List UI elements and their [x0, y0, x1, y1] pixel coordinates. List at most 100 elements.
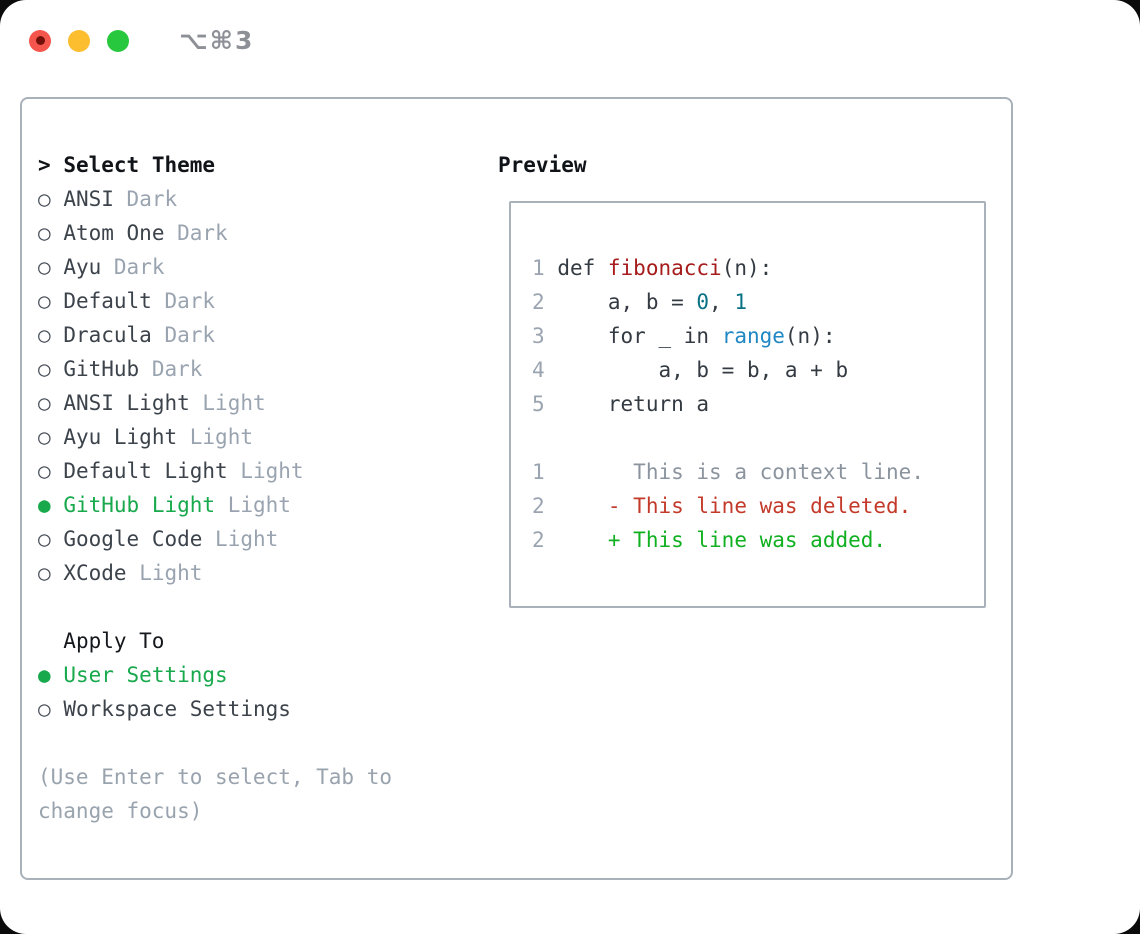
theme-option-xcode[interactable]: ○ XCode Light: [38, 556, 304, 590]
theme-name: ANSI: [63, 187, 114, 211]
line-number: 1: [532, 256, 545, 280]
theme-variant-tag: Dark: [113, 255, 165, 279]
radio-icon: ○: [38, 459, 51, 483]
radio-selected-icon: ●: [38, 663, 51, 687]
preview-title: Preview: [498, 153, 587, 177]
apply-option-label: Workspace Settings: [63, 697, 291, 721]
theme-variant-tag: Light: [139, 561, 203, 585]
hint-line-1: (Use Enter to select, Tab to: [38, 765, 393, 789]
theme-variant-tag: Dark: [126, 187, 178, 211]
select-theme-header: > Select Theme: [38, 148, 215, 182]
theme-option-google-code[interactable]: ○ Google Code Light: [38, 522, 304, 556]
line-number: 5: [532, 392, 545, 416]
theme-option-dracula[interactable]: ○ Dracula Dark: [38, 318, 304, 352]
apply-to-section: Apply To ● User Settings○ Workspace Sett…: [38, 624, 291, 726]
theme-variant-tag: Light: [202, 391, 266, 415]
code-segment-plain: a, b =: [557, 290, 697, 314]
apply-option-workspace-settings[interactable]: ○ Workspace Settings: [38, 692, 291, 726]
theme-name: Dracula: [63, 323, 152, 347]
theme-variant-tag: Light: [215, 527, 279, 551]
code-segment-added: + This line was added.: [607, 528, 887, 552]
code-segment-plain: (n):: [721, 256, 773, 280]
code-segment-plain: a, b = b, a + b: [557, 358, 849, 382]
code-segment-deleted: - This line was deleted.: [607, 494, 912, 518]
theme-name: Ayu Light: [63, 425, 178, 449]
radio-icon: ○: [38, 323, 51, 347]
radio-icon: ○: [38, 425, 51, 449]
code-segment-plain: ,: [709, 290, 735, 314]
theme-variant-tag: Dark: [164, 323, 216, 347]
code-segment-plain: (n):: [784, 324, 836, 348]
line-number: 3: [532, 324, 545, 348]
theme-variant-tag: Light: [240, 459, 304, 483]
code-line-3: 3 for _ in range(n):: [532, 319, 924, 353]
select-theme-title: Select Theme: [63, 153, 216, 177]
keyboard-hint: (Use Enter to select, Tab to change focu…: [38, 760, 392, 828]
code-segment-num: 0: [696, 290, 710, 314]
radio-icon: ○: [38, 357, 51, 381]
line-number: 2: [532, 494, 545, 518]
maximize-button[interactable]: [107, 29, 129, 52]
minimize-button[interactable]: [68, 29, 90, 52]
code-segment-plain: for _ in: [557, 324, 722, 348]
theme-list: ○ ANSI Dark○ Atom One Dark○ Ayu Dark○ De…: [38, 182, 304, 590]
line-number: 2: [532, 528, 545, 552]
theme-name: Default: [63, 289, 152, 313]
theme-option-default[interactable]: ○ Default Dark: [38, 284, 304, 318]
radio-icon: ○: [38, 697, 51, 721]
apply-option-label: User Settings: [63, 663, 228, 687]
code-line-1: 1 def fibonacci(n):: [532, 251, 924, 285]
radio-icon: ○: [38, 527, 51, 551]
radio-icon: ○: [38, 561, 51, 585]
code-segment-num: 1: [734, 290, 747, 314]
code-line-6: [532, 421, 924, 455]
theme-option-ayu[interactable]: ○ Ayu Dark: [38, 250, 304, 284]
close-button[interactable]: [29, 29, 51, 52]
code-segment-plain: return a: [557, 392, 710, 416]
close-dot-icon: [35, 36, 45, 45]
theme-name: Google Code: [63, 527, 203, 551]
theme-option-ayu-light[interactable]: ○ Ayu Light Light: [38, 420, 304, 454]
radio-icon: ○: [38, 289, 51, 313]
code-segment-context: This is a context line.: [557, 460, 924, 484]
radio-icon: ○: [38, 221, 51, 245]
code-segment-builtin: range: [721, 324, 785, 348]
radio-selected-icon: ●: [38, 493, 51, 517]
theme-option-ansi[interactable]: ○ ANSI Dark: [38, 182, 304, 216]
theme-name: XCode: [63, 561, 127, 585]
theme-option-atom-one[interactable]: ○ Atom One Dark: [38, 216, 304, 250]
theme-option-github[interactable]: ○ GitHub Dark: [38, 352, 304, 386]
theme-option-ansi-light[interactable]: ○ ANSI Light Light: [38, 386, 304, 420]
theme-name: Ayu: [63, 255, 102, 279]
code-line-2: 2 a, b = 0, 1: [532, 285, 924, 319]
apply-option-user-settings[interactable]: ● User Settings: [38, 658, 291, 692]
theme-name: Atom One: [63, 221, 165, 245]
theme-option-github-light[interactable]: ● GitHub Light Light: [38, 488, 304, 522]
theme-name: GitHub: [63, 357, 140, 381]
hint-line-2: change focus): [38, 799, 203, 823]
window-shortcut-label: ⌥⌘3: [179, 26, 255, 55]
theme-variant-tag: Light: [227, 493, 291, 517]
theme-name: ANSI Light: [63, 391, 190, 415]
radio-icon: ○: [38, 255, 51, 279]
code-line-7: 1 This is a context line.: [532, 455, 924, 489]
code-segment-func: fibonacci: [607, 256, 722, 280]
apply-to-header: Apply To: [63, 629, 165, 653]
code-segment-plain: [557, 494, 608, 518]
code-line-9: 2 + This line was added.: [532, 523, 924, 557]
line-number: 2: [532, 290, 545, 314]
titlebar: ⌥⌘3: [29, 26, 254, 55]
code-line-8: 2 - This line was deleted.: [532, 489, 924, 523]
theme-name: Default Light: [63, 459, 228, 483]
theme-variant-tag: Dark: [177, 221, 228, 245]
code-line-5: 5 return a: [532, 387, 924, 421]
code-segment-plain: def: [557, 256, 608, 280]
line-number: 1: [532, 460, 545, 484]
theme-variant-tag: Light: [189, 425, 253, 449]
theme-option-default-light[interactable]: ○ Default Light Light: [38, 454, 304, 488]
radio-icon: ○: [38, 187, 51, 211]
theme-variant-tag: Dark: [164, 289, 216, 313]
